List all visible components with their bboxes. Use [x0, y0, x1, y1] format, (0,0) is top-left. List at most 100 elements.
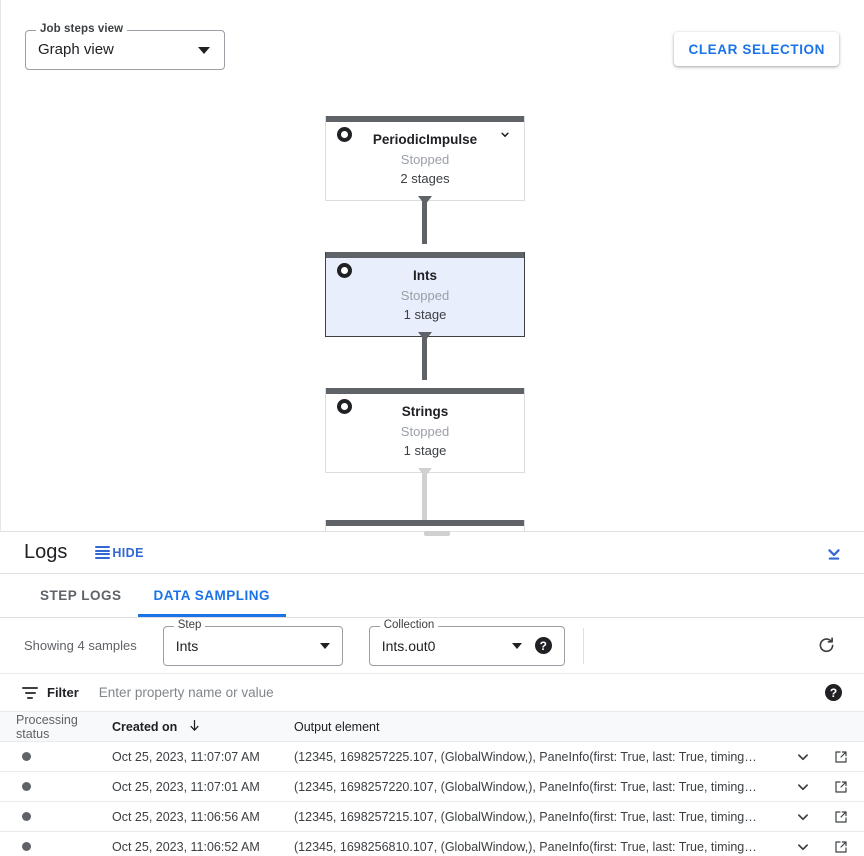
column-header-created-on[interactable]: Created on — [112, 718, 294, 736]
node-status: Stopped — [400, 152, 450, 167]
vertical-divider — [582, 627, 584, 664]
table-row[interactable]: Oct 25, 2023, 11:06:56 AM (12345, 169825… — [0, 802, 864, 832]
stop-circle-icon — [337, 399, 352, 414]
cell-output-element: (12345, 1698257225.107, (GlobalWindow,),… — [294, 749, 757, 764]
chevron-down-icon — [319, 642, 330, 649]
table-row[interactable]: Oct 25, 2023, 11:07:01 AM (12345, 169825… — [0, 772, 864, 802]
cell-output-element: (12345, 1698257220.107, (GlobalWindow,),… — [294, 779, 757, 794]
step-select-value: Ints — [175, 637, 199, 654]
cell-processing-status — [0, 752, 112, 761]
graph-edge-arrow-1 — [418, 196, 432, 205]
open-in-new-icon[interactable] — [832, 838, 850, 856]
node-top-bar — [326, 388, 524, 394]
graph-edge-2 — [422, 334, 427, 380]
node-title: Strings — [401, 404, 449, 419]
open-in-new-icon[interactable] — [832, 748, 850, 766]
cell-created-on: Oct 25, 2023, 11:07:01 AM — [112, 779, 260, 794]
triangle-down-icon — [198, 47, 210, 54]
node-title: PeriodicImpulse — [372, 132, 478, 147]
node-top-bar — [326, 116, 524, 122]
row-actions — [794, 808, 864, 826]
table-row[interactable]: Oct 25, 2023, 11:06:52 AM (12345, 169825… — [0, 832, 864, 856]
logs-header: Logs HIDE — [0, 532, 864, 574]
node-stages: 1 stage — [403, 307, 447, 322]
column-header-created-on-label: Created on — [112, 719, 178, 734]
collection-select[interactable]: Collection Ints.out0 ? — [368, 618, 565, 666]
graph-edge-1 — [422, 198, 427, 244]
chevron-down-icon[interactable] — [498, 128, 512, 142]
tab-data-sampling[interactable]: DATA SAMPLING — [137, 574, 287, 617]
cell-output-element: (12345, 1698256810.107, (GlobalWindow,),… — [294, 839, 757, 854]
column-header-processing-status[interactable]: Processing status — [16, 712, 78, 741]
node-status: Stopped — [400, 424, 450, 439]
reorder-icon — [95, 546, 111, 559]
stop-circle-icon — [337, 127, 352, 142]
chevron-down-icon[interactable] — [794, 808, 812, 826]
status-dot-icon — [22, 782, 31, 791]
filter-bar: Filter ? — [0, 674, 864, 712]
samples-table-header: Processing status Created on Output elem… — [0, 712, 864, 742]
logs-tabs: STEP LOGS DATA SAMPLING — [0, 574, 864, 618]
stop-circle-icon — [337, 263, 352, 278]
help-circle-icon[interactable]: ? — [825, 684, 842, 701]
chevron-down-icon[interactable] — [794, 838, 812, 856]
job-steps-view-select[interactable]: Job steps view Graph view — [25, 23, 225, 70]
node-title: Ints — [412, 268, 437, 283]
cell-output-element: (12345, 1698257215.107, (GlobalWindow,),… — [294, 809, 757, 824]
status-dot-icon — [22, 752, 31, 761]
open-in-new-icon[interactable] — [832, 808, 850, 826]
step-select-label: Step — [173, 618, 206, 631]
graph-node-partial[interactable] — [325, 520, 525, 531]
job-graph-panel: Job steps view Graph view CLEAR SELECTIO… — [0, 0, 839, 531]
help-circle-icon[interactable]: ? — [534, 637, 552, 654]
node-stages: 1 stage — [403, 443, 447, 458]
hide-logs-button[interactable]: HIDE — [95, 546, 143, 560]
cell-processing-status — [0, 812, 112, 821]
graph-node-periodicimpulse[interactable]: PeriodicImpulse Stopped 2 stages — [325, 116, 525, 201]
open-in-new-icon[interactable] — [832, 778, 850, 796]
cell-created-on: Oct 25, 2023, 11:06:52 AM — [112, 839, 260, 854]
node-stages: 2 stages — [400, 171, 450, 186]
status-dot-icon — [22, 842, 31, 851]
node-top-bar — [326, 252, 524, 258]
node-top-bar — [326, 520, 524, 526]
cell-created-on: Oct 25, 2023, 11:07:07 AM — [112, 749, 260, 764]
graph-edge-arrow-2 — [418, 332, 432, 341]
step-select[interactable]: Step Ints — [162, 618, 343, 666]
row-actions — [794, 838, 864, 856]
panel-resize-handle[interactable] — [424, 531, 450, 536]
collection-select-label: Collection — [379, 618, 439, 631]
chevron-down-icon[interactable] — [794, 748, 812, 766]
clear-selection-button[interactable]: CLEAR SELECTION — [674, 32, 839, 66]
job-steps-view-label: Job steps view — [36, 23, 128, 35]
logs-panel: Logs HIDE STEP LOGS DATA SAMPLING Showin… — [0, 531, 864, 856]
collapse-down-icon[interactable] — [820, 540, 848, 568]
graph-edge-arrow-3 — [418, 468, 432, 477]
collection-select-value: Ints.out0 — [381, 637, 436, 654]
tab-step-logs[interactable]: STEP LOGS — [24, 574, 138, 617]
cell-processing-status — [0, 842, 112, 851]
status-dot-icon — [22, 812, 31, 821]
row-actions — [794, 778, 864, 796]
hide-logs-label: HIDE — [112, 545, 144, 560]
chevron-down-icon[interactable] — [794, 778, 812, 796]
graph-edge-3 — [422, 470, 427, 520]
graph-node-strings[interactable]: Strings Stopped 1 stage — [325, 388, 525, 473]
sampling-controls-bar: Showing 4 samples Step Ints Collection I… — [0, 618, 864, 674]
chevron-down-icon — [511, 642, 522, 649]
column-header-output-element[interactable]: Output element — [294, 719, 380, 734]
filter-label: Filter — [47, 685, 79, 700]
row-actions — [794, 748, 864, 766]
table-row[interactable]: Oct 25, 2023, 11:07:07 AM (12345, 169825… — [0, 742, 864, 772]
logs-title: Logs — [24, 541, 68, 563]
arrow-down-icon — [187, 718, 202, 736]
cell-created-on: Oct 25, 2023, 11:06:56 AM — [112, 809, 260, 824]
refresh-icon[interactable] — [814, 634, 838, 658]
cell-processing-status — [0, 782, 112, 791]
graph-node-ints[interactable]: Ints Stopped 1 stage — [325, 252, 525, 337]
filter-icon — [22, 686, 38, 699]
filter-input[interactable] — [96, 684, 657, 701]
job-steps-view-value: Graph view — [38, 41, 114, 58]
showing-samples-text: Showing 4 samples — [24, 638, 137, 653]
